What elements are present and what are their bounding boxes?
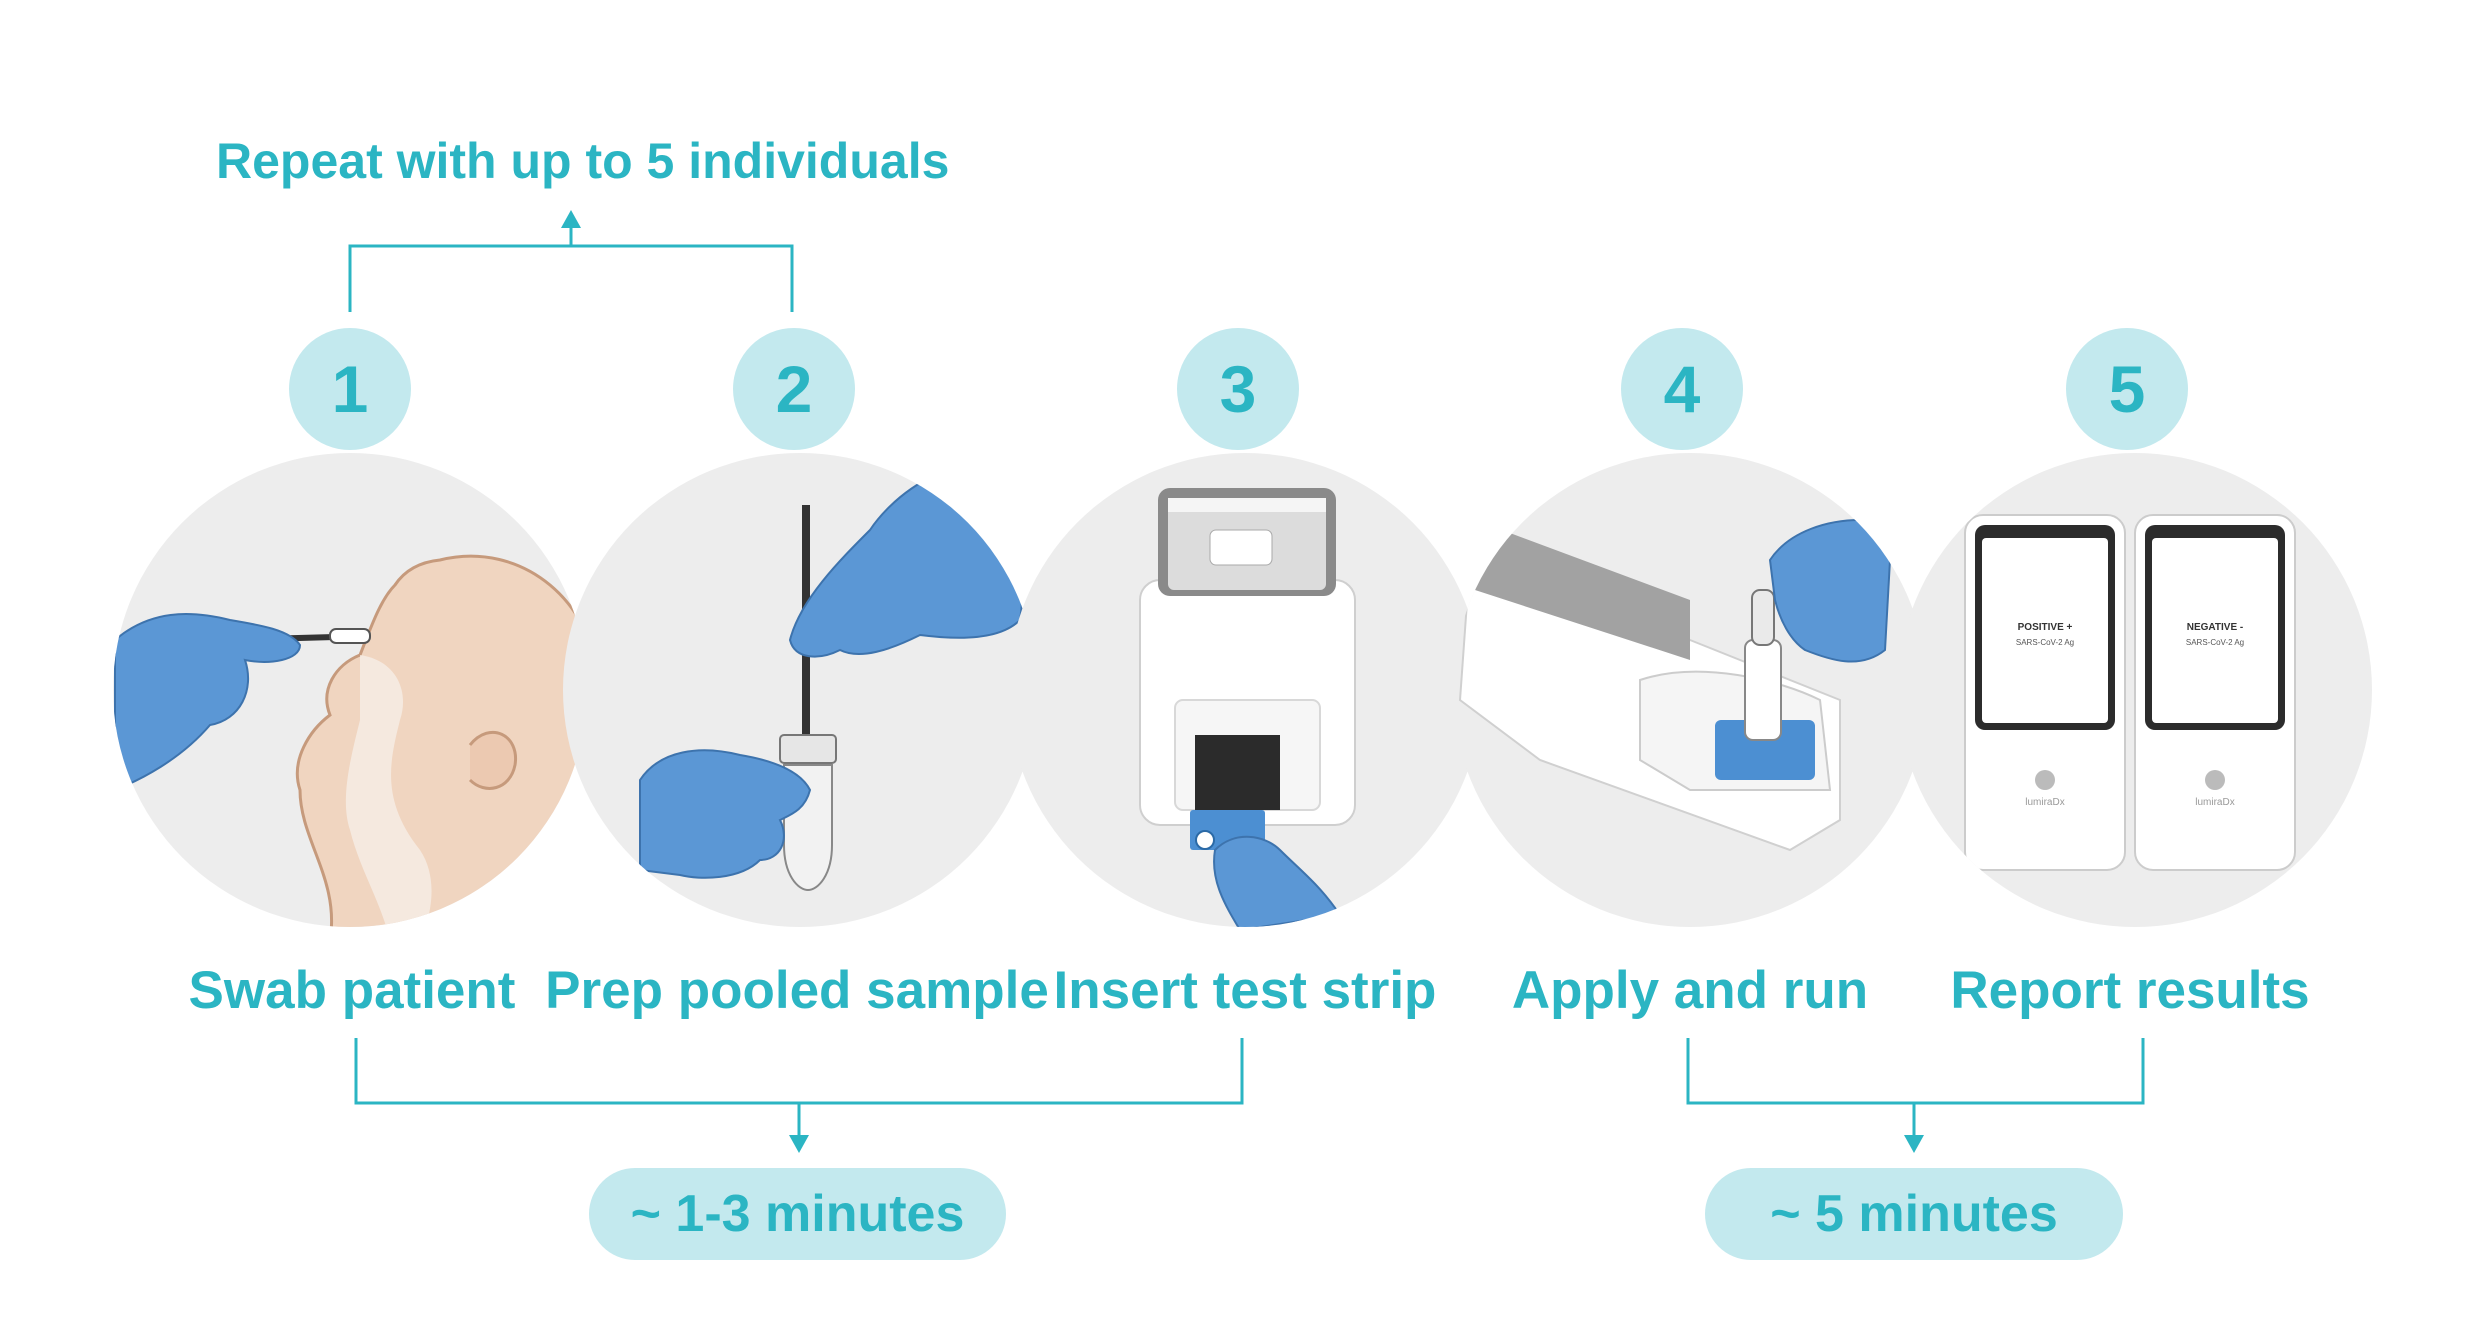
patient-ear (468, 731, 517, 790)
brand-icon-right (2205, 770, 2225, 790)
arrow-down-icon (789, 1135, 809, 1153)
step-1-label: Swab patient (188, 961, 516, 1020)
device-screen-device-icon (1209, 529, 1273, 566)
step-3-number: 3 (1177, 328, 1299, 450)
result-negative-text: NEGATIVE - (2187, 622, 2243, 633)
step-5-illustration: POSITIVE + SARS-CoV-2 Ag NEGATIVE - SARS… (1898, 453, 2372, 927)
strip-slot-4 (1715, 720, 1815, 780)
step-1-illustration (113, 453, 587, 927)
swab-tip (329, 628, 371, 644)
step-5-number: 5 (2066, 328, 2188, 450)
device-screen-angled (1475, 520, 1690, 660)
repeat-bracket (348, 218, 794, 312)
dropper-bottle (1744, 639, 1782, 741)
brand-label-right: lumiraDx (2195, 797, 2234, 808)
step-2-number: 2 (733, 328, 855, 450)
result-positive-text: POSITIVE + (2018, 622, 2073, 633)
step-2-illustration (563, 453, 1037, 927)
step-1-number: 1 (289, 328, 411, 450)
dropper-tip (1751, 589, 1775, 646)
face-shadow (345, 655, 432, 927)
glove-hand-3 (1213, 835, 1342, 927)
repeat-heading: Repeat with up to 5 individuals (216, 133, 950, 189)
duration-pill-1: ~ 1-3 minutes (589, 1168, 1006, 1260)
step-4-illustration (1453, 453, 1927, 927)
arrow-up-icon (561, 210, 581, 228)
brand-icon-left (2035, 770, 2055, 790)
device-left-display (1982, 538, 2108, 723)
device-right-display (2152, 538, 2278, 723)
tube-cap (779, 734, 837, 764)
result-positive-test: SARS-CoV-2 Ag (2016, 638, 2074, 647)
glove-hand-4 (1768, 518, 1892, 663)
glove-hand-bottom (639, 749, 812, 879)
device-screen-header (1168, 498, 1326, 512)
duration-bracket-2 (1686, 1038, 2145, 1143)
strip-sample-well (1195, 830, 1215, 850)
arrow-down-icon (1904, 1135, 1924, 1153)
duration-bracket-1 (354, 1038, 1244, 1143)
step-4-label: Apply and run (1511, 961, 1869, 1020)
step-4-number: 4 (1621, 328, 1743, 450)
strip-connector (1195, 735, 1280, 810)
result-negative-test: SARS-CoV-2 Ag (2186, 638, 2244, 647)
step-5-label: Report results (1950, 961, 2310, 1020)
duration-pill-2: ~ 5 minutes (1705, 1168, 2123, 1260)
brand-label-left: lumiraDx (2025, 797, 2064, 808)
step-2-label: Prep pooled sample (545, 961, 1049, 1020)
glove-hand-1 (114, 613, 302, 792)
step-3-illustration (1008, 453, 1482, 927)
step-3-label: Insert test strip (1053, 961, 1437, 1020)
